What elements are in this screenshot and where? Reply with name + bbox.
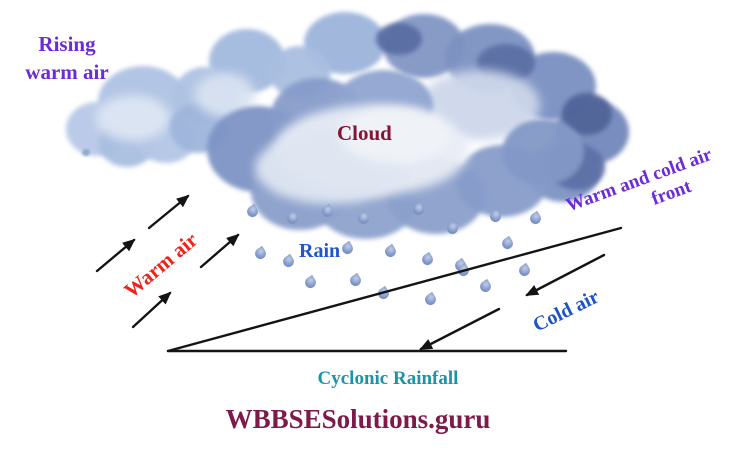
cold-air-arrow-2 — [419, 307, 501, 351]
cloud-highlight — [340, 107, 450, 163]
warm-air-arrow-3 — [199, 233, 240, 269]
diagram-caption: Cyclonic Rainfall — [317, 368, 459, 389]
cloud-speck — [82, 149, 90, 156]
cloud-dark-patch — [376, 23, 422, 55]
warm-air-arrow-4 — [131, 291, 172, 329]
cold-air-arrow-1 — [525, 253, 606, 297]
watermark-text: WBBSESolutions.guru — [225, 404, 491, 434]
rain-label: Rain — [299, 240, 341, 262]
cloud-label: Cloud — [337, 121, 392, 145]
rising-warm-air-label: Rising warm air — [25, 32, 109, 84]
warm-air-arrow-1 — [95, 238, 136, 273]
warm-air-arrow-2 — [147, 194, 190, 230]
front-line — [166, 226, 623, 353]
cloud-highlight — [96, 95, 170, 141]
cloud-blob — [502, 119, 584, 185]
